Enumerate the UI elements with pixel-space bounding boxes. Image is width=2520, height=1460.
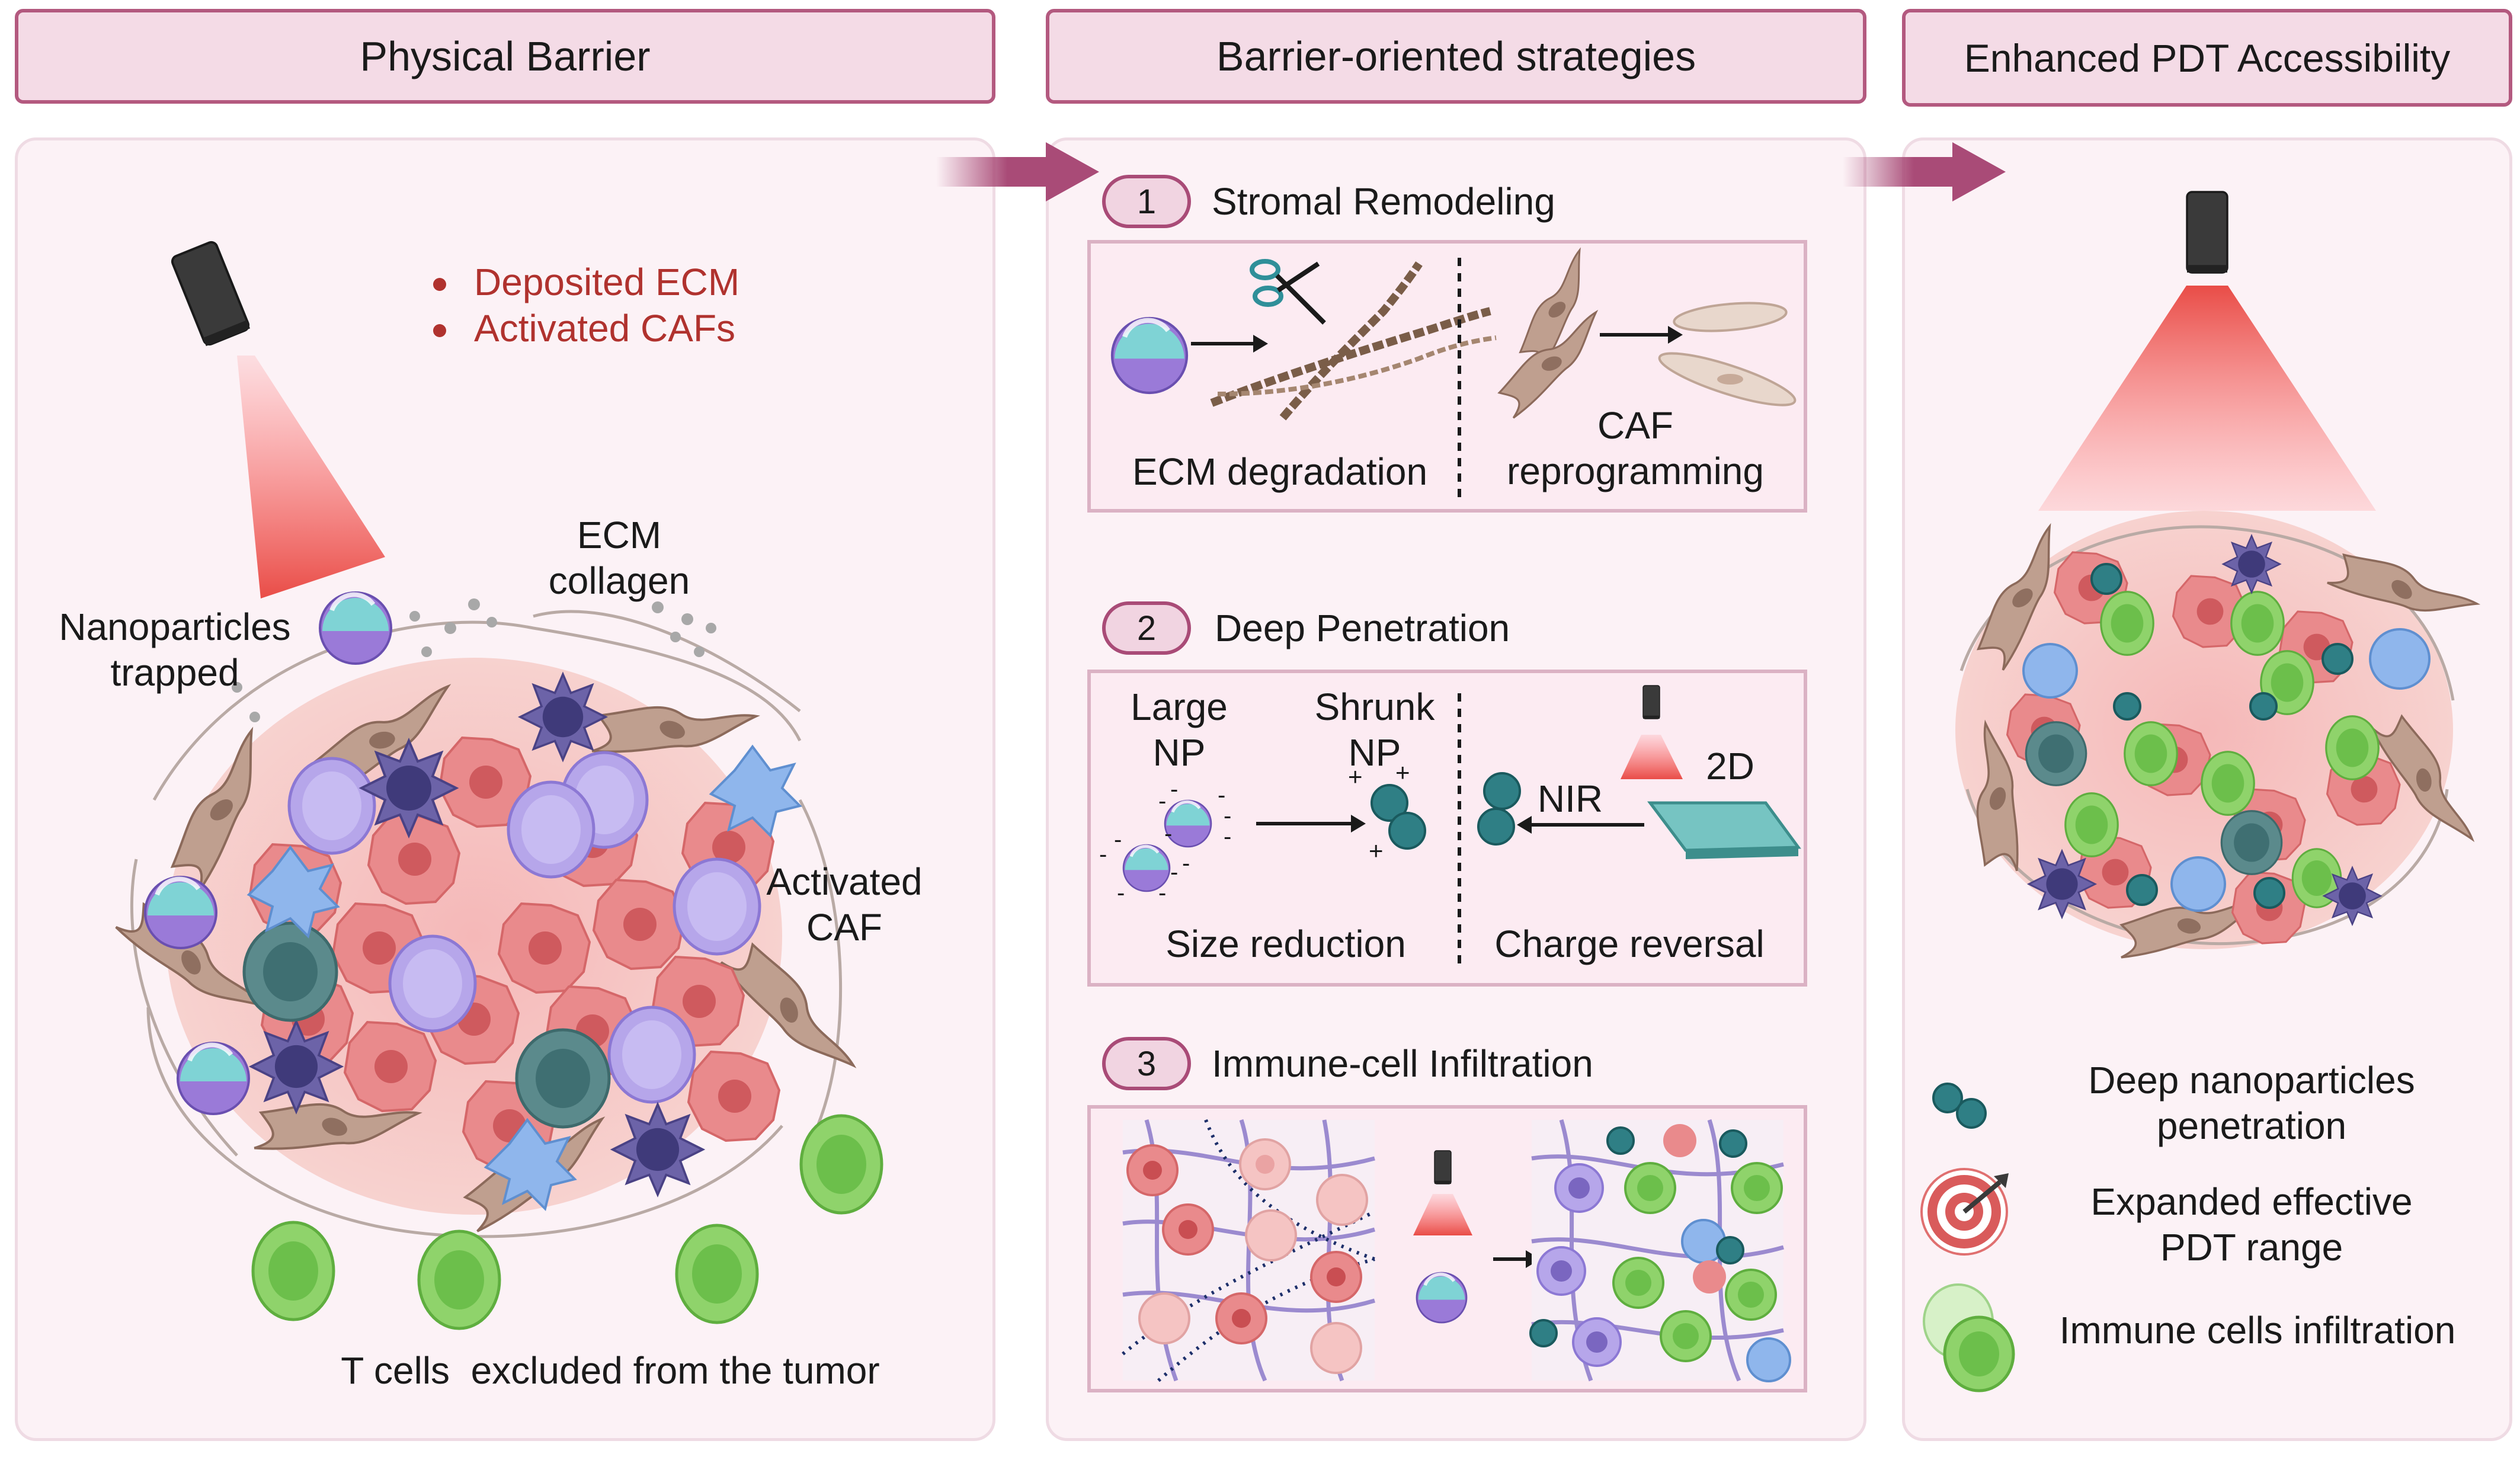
header-strategies: Barrier-oriented strategies xyxy=(1046,9,1866,104)
svg-text:-: - xyxy=(1224,803,1231,829)
svg-text:-: - xyxy=(1170,776,1178,802)
t-cell-icon xyxy=(801,1116,882,1213)
svg-text:-: - xyxy=(1224,824,1231,850)
svg-text:-: - xyxy=(1218,782,1225,808)
header-enhanced-pdt: Enhanced PDT Accessibility xyxy=(1902,9,2512,107)
label-2d: 2D xyxy=(1706,745,1754,787)
label-large-np: Large NP xyxy=(1131,686,1228,774)
immune-cells-icon xyxy=(1923,1283,2015,1392)
label-activated-caf: Activated CAF xyxy=(766,860,923,949)
laser-device-icon xyxy=(1642,685,1660,719)
nanoparticle-icon xyxy=(178,1043,249,1114)
2d-sheet xyxy=(1647,801,1801,852)
enhanced-pdt-illustration xyxy=(1939,191,2478,981)
svg-text:-: - xyxy=(1117,880,1125,906)
flow-arrow-1 xyxy=(936,142,1099,201)
laser-beam xyxy=(2038,286,2376,511)
t-cell-icon xyxy=(253,1222,334,1320)
strategy-1-title: Stromal Remodeling xyxy=(1212,180,1555,223)
strategy-2-number: 2 xyxy=(1102,601,1191,655)
svg-text:-: - xyxy=(1099,841,1107,867)
label-nanoparticles-trapped: Nanoparticles trapped xyxy=(59,606,291,694)
caption-caf-reprogramming: CAF reprogramming xyxy=(1507,404,1764,492)
stromal-remodeling-illustration xyxy=(1087,249,1797,501)
target-icon xyxy=(1920,1168,2009,1256)
strategy-1-number: 1 xyxy=(1102,175,1191,228)
t-cell-icon xyxy=(419,1231,499,1328)
strategy-3-title: Immune-cell Infiltration xyxy=(1212,1042,1593,1085)
immune-infiltration-illustration xyxy=(1122,1119,1791,1382)
nanoparticle-icon xyxy=(320,593,391,664)
nanoparticle-icon xyxy=(1112,318,1187,393)
legend-label-expanded-range: Expanded effective PDT range xyxy=(2090,1180,2413,1269)
bullet-deposited-ecm: Deposited ECM xyxy=(474,261,740,303)
flow-arrow-2 xyxy=(1843,142,2006,201)
deep-penetration-illustration: --- --- --- --- +++ xyxy=(1099,685,1801,966)
shrunk-np-icon xyxy=(1371,784,1426,850)
bullet-dot xyxy=(433,278,446,291)
header-physical-barrier: Physical Barrier xyxy=(15,9,995,104)
svg-text:-: - xyxy=(1158,788,1166,814)
label-nir: NIR xyxy=(1537,777,1603,820)
svg-text:+: + xyxy=(1369,837,1384,865)
caption-charge-reversal: Charge reversal xyxy=(1494,923,1765,965)
svg-text:-: - xyxy=(1170,859,1178,885)
laser-device-icon xyxy=(169,239,252,348)
legend-icon-nanoparticles xyxy=(1932,1083,1987,1129)
t-cell-icon xyxy=(677,1225,757,1323)
legend-label-immune-infiltration: Immune cells infiltration xyxy=(2059,1309,2456,1352)
laser-beam xyxy=(237,356,385,598)
left-laser-illustration xyxy=(111,239,1007,1460)
label-ecm-collagen: ECM collagen xyxy=(548,514,690,602)
svg-text:+: + xyxy=(1395,758,1410,786)
svg-text:-: - xyxy=(1164,821,1172,847)
laser-device-icon xyxy=(2186,191,2228,274)
caption-ecm-degradation: ECM degradation xyxy=(1132,450,1428,493)
svg-text:-: - xyxy=(1114,827,1122,853)
svg-text:-: - xyxy=(1158,880,1166,906)
nanoparticle-pair-icon xyxy=(1477,772,1521,846)
scissors-icon xyxy=(1250,259,1326,325)
nanoparticle-icon xyxy=(145,877,216,948)
bullet-activated-cafs: Activated CAFs xyxy=(474,307,736,350)
strategy-2-title: Deep Penetration xyxy=(1215,607,1510,649)
svg-text:-: - xyxy=(1182,850,1190,876)
svg-text:+: + xyxy=(1348,763,1363,790)
strategy-3-number: 3 xyxy=(1102,1037,1191,1090)
bullet-dot xyxy=(433,324,446,337)
nanoparticle-icon xyxy=(1417,1273,1466,1323)
legend-label-deep-nanoparticles: Deep nanoparticles penetration xyxy=(2088,1059,2415,1147)
caption-t-cells-excluded: T cells excluded from the tumor xyxy=(341,1349,880,1392)
caption-size-reduction: Size reduction xyxy=(1165,923,1406,965)
label-shrunk-np: Shrunk NP xyxy=(1314,686,1435,774)
